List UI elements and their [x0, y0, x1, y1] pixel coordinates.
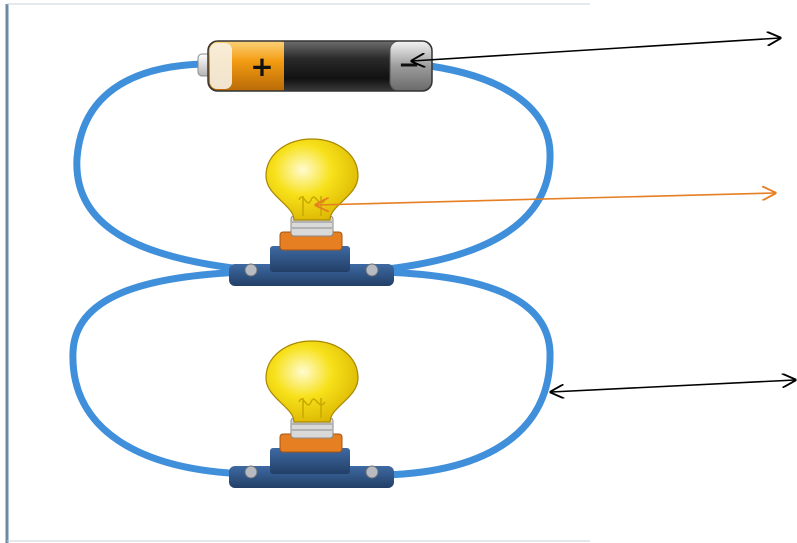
pointer-arrow-wire	[551, 380, 795, 392]
wire-upper-left	[73, 60, 254, 274]
bulb-top-screw-right	[365, 263, 379, 277]
battery-positive-sign: +	[250, 50, 273, 83]
bulb-bottom-filament	[298, 398, 326, 418]
battery: + −	[197, 40, 433, 92]
pointer-arrow-bulb-filament	[316, 193, 775, 205]
bulb-bottom-holder-body	[270, 448, 350, 474]
wire-upper-right	[374, 62, 554, 274]
battery-body	[284, 41, 396, 91]
bulb-bottom-screw-right	[365, 465, 379, 479]
wires	[69, 60, 554, 479]
battery-white-band	[210, 43, 232, 89]
bulb-bottom-glass	[265, 340, 359, 423]
bulb-top-holder-body	[270, 246, 350, 272]
wire-lower-left	[69, 268, 250, 478]
bulb-top-screw-left	[244, 263, 258, 277]
bulb-bottom	[229, 340, 394, 488]
pointer-arrows	[316, 38, 795, 392]
frame	[5, 3, 590, 543]
pointer-arrow-battery-negative	[412, 38, 780, 61]
bulb-bottom-screw-left	[244, 465, 258, 479]
bulb-top-glass	[265, 138, 359, 221]
wire-lower-right	[380, 268, 554, 479]
bulb-top	[229, 138, 394, 286]
battery-negative-sign: −	[398, 50, 420, 80]
